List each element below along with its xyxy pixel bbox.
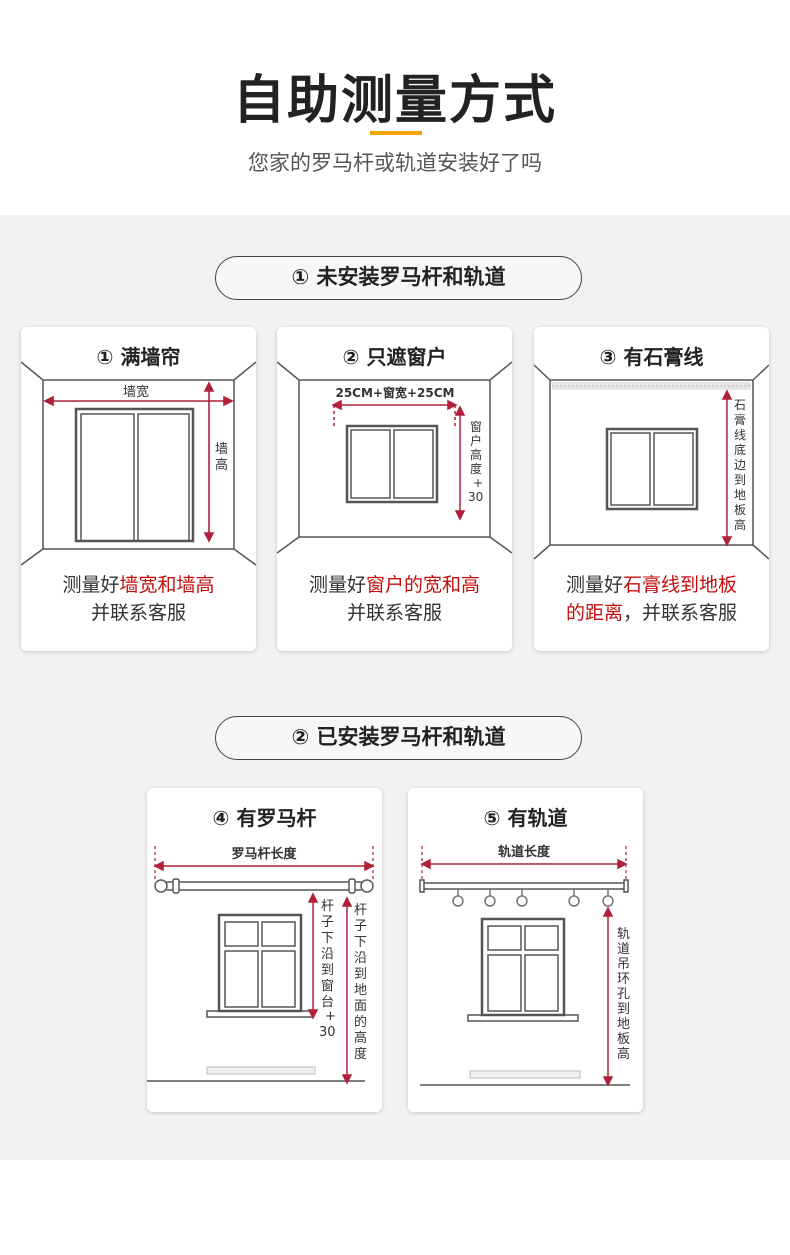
caption-text: 测量好 bbox=[62, 574, 120, 596]
caption-suffix: ，并联系客服 bbox=[623, 602, 738, 624]
roman-rod-diagram: 罗马杆长度 杆子下沿到窗台+30 bbox=[147, 846, 375, 1085]
wall-height-label: 墙高 bbox=[215, 442, 228, 473]
gypsum-height-label: 石膏线底边到地板高 bbox=[734, 398, 746, 532]
track-hooks bbox=[452, 889, 614, 907]
card-caption: 测量好窗户的宽和高 并联系客服 bbox=[277, 571, 512, 627]
section-1-label: ① 未安装罗马杆和轨道 bbox=[215, 256, 582, 300]
full-wall-diagram: 墙宽 墙高 bbox=[21, 361, 256, 566]
page-title: 自助测量方式 bbox=[232, 71, 557, 131]
window-height-label: 窗户高度+30 bbox=[468, 420, 483, 504]
caption-highlight: 墙宽和墙高 bbox=[119, 574, 215, 596]
caption-text: 测量好 bbox=[308, 574, 366, 596]
window-frame bbox=[206, 913, 314, 1018]
rod-to-floor-label: 杆子下沿到地面的高度 bbox=[354, 903, 367, 1062]
track-diagram: 轨道长度 轨道吊环孔到地板高 bbox=[419, 844, 630, 1087]
card-window-only: ② 只遮窗户 25CM+窗宽+25CM 窗户高度+30 bbox=[277, 327, 512, 651]
caption-highlight: 石膏线到地板 bbox=[623, 574, 738, 596]
caption-line-2: 并联系客服 bbox=[346, 602, 442, 624]
caption-highlight: 窗户的宽和高 bbox=[366, 574, 481, 596]
rod-to-sill-label: 杆子下沿到窗台+30 bbox=[319, 899, 336, 1040]
card-roman-rod: ④ 有罗马杆 罗马杆长度 bbox=[147, 788, 382, 1112]
card-title: ② 只遮窗户 bbox=[342, 345, 447, 369]
gypsum-molding bbox=[552, 382, 751, 390]
header: 自助测量方式 您家的罗马杆或轨道安装好了吗 bbox=[0, 0, 790, 215]
card-caption: 测量好墙宽和墙高 并联系客服 bbox=[21, 571, 256, 627]
track-height-label: 轨道吊环孔到地板高 bbox=[617, 927, 630, 1062]
caption-text: 测量好 bbox=[565, 574, 623, 596]
roman-rod bbox=[154, 878, 374, 894]
section-2-label: ② 已安装罗马杆和轨道 bbox=[215, 716, 582, 760]
window-width-label: 25CM+窗宽+25CM bbox=[335, 385, 454, 400]
card-title: ⑤ 有轨道 bbox=[483, 806, 568, 830]
caption-line-2: 并联系客服 bbox=[90, 602, 186, 624]
curtain-track bbox=[419, 879, 629, 893]
card-caption: 测量好石膏线到地板 的距离，并联系客服 bbox=[534, 571, 769, 627]
title-underline bbox=[370, 131, 422, 135]
track-length-label: 轨道长度 bbox=[498, 844, 551, 860]
card-full-wall: ① 满墙帘 墙宽 墙高 测量好墙宽和墙高 并联系 bbox=[21, 327, 256, 651]
gypsum-line-diagram: 石膏线底边到地板高 bbox=[534, 364, 769, 560]
card-title: ③ 有石膏线 bbox=[599, 345, 704, 369]
page-subtitle: 您家的罗马杆或轨道安装好了吗 bbox=[248, 151, 542, 175]
card-gypsum-line: ③ 有石膏线 石膏线底边到地板高 测量好石膏线到地板 的距离，并联系客服 bbox=[534, 327, 769, 651]
wall-width-label: 墙宽 bbox=[123, 384, 149, 400]
card-track: ⑤ 有轨道 轨道长度 bbox=[408, 788, 643, 1112]
caption-highlight-2: 的距离 bbox=[565, 602, 623, 624]
rod-length-label: 罗马杆长度 bbox=[231, 846, 297, 862]
window-only-diagram: 25CM+窗宽+25CM 窗户高度+30 bbox=[277, 361, 512, 554]
card-title: ① 满墙帘 bbox=[96, 345, 181, 369]
card-title: ④ 有罗马杆 bbox=[212, 806, 317, 830]
window-frame bbox=[467, 917, 579, 1022]
